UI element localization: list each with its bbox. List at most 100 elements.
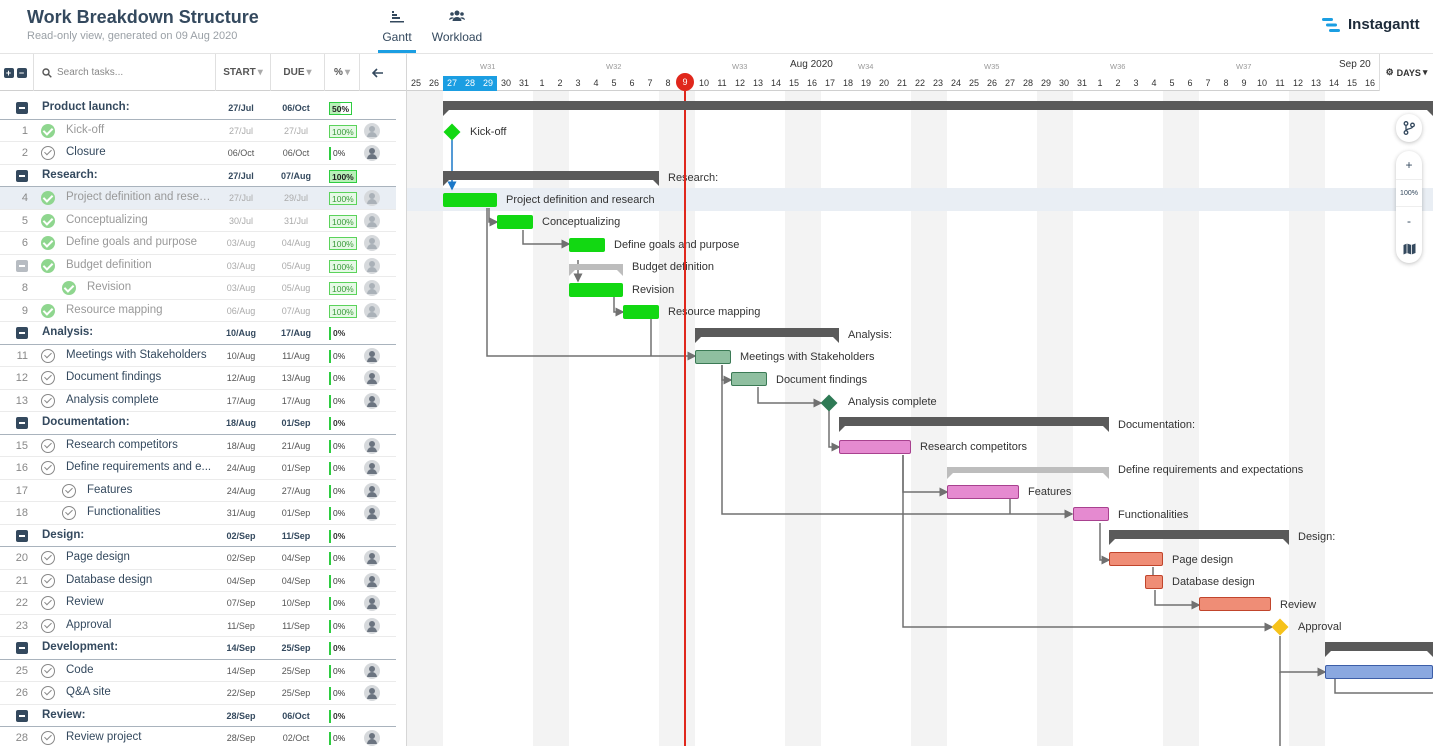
check-circle-icon[interactable] bbox=[41, 258, 55, 273]
start-date[interactable]: 18/Aug bbox=[225, 418, 256, 428]
due-date[interactable]: 04/Aug bbox=[281, 238, 311, 248]
progress-percent[interactable]: 100% bbox=[329, 282, 357, 295]
progress-percent[interactable]: 0% bbox=[329, 147, 347, 160]
due-date[interactable]: 01/Sep bbox=[281, 463, 311, 473]
assignee-avatar-icon[interactable] bbox=[364, 122, 380, 139]
tab-gantt[interactable]: Gantt bbox=[378, 10, 416, 53]
task-bar-meetings[interactable] bbox=[695, 350, 731, 364]
collapse-icon[interactable] bbox=[16, 169, 28, 182]
progress-percent[interactable]: 100% bbox=[329, 259, 357, 273]
circle-check-outline-icon[interactable] bbox=[41, 146, 55, 160]
due-date[interactable]: 10/Sep bbox=[281, 598, 311, 608]
progress-percent[interactable]: 100% bbox=[329, 214, 357, 228]
group-bar-development[interactable] bbox=[1325, 642, 1433, 657]
due-date[interactable]: 04/Sep bbox=[281, 575, 311, 586]
collapse-icon[interactable] bbox=[16, 102, 28, 114]
progress-percent[interactable]: 0% bbox=[329, 529, 347, 543]
expand-collapse-all[interactable]: +− bbox=[0, 54, 34, 91]
progress-percent[interactable]: 100% bbox=[329, 169, 357, 183]
group-bar-documentation[interactable] bbox=[839, 417, 1109, 432]
circle-check-outline-icon[interactable] bbox=[41, 551, 55, 565]
task-name[interactable]: Kick-off bbox=[66, 123, 105, 136]
collapse-icon[interactable] bbox=[16, 327, 28, 339]
today-marker[interactable]: 9 bbox=[676, 73, 694, 91]
check-circle-icon[interactable] bbox=[41, 123, 55, 138]
start-date[interactable]: 12/Aug bbox=[226, 373, 256, 383]
task-name[interactable]: Analysis complete bbox=[66, 393, 159, 406]
task-bar-project-definition[interactable] bbox=[443, 193, 497, 207]
assignee-avatar-icon[interactable] bbox=[364, 617, 380, 634]
start-date[interactable]: 02/Sep bbox=[226, 530, 256, 541]
check-circle-icon[interactable] bbox=[62, 281, 76, 295]
assignee-avatar-icon[interactable] bbox=[364, 437, 380, 454]
start-date[interactable]: 10/Aug bbox=[226, 350, 256, 361]
progress-percent[interactable]: 0% bbox=[329, 327, 347, 340]
due-date[interactable]: 25/Sep bbox=[281, 665, 311, 676]
start-date[interactable]: 28/Sep bbox=[226, 710, 256, 721]
due-date[interactable]: 01/Sep bbox=[281, 508, 311, 518]
column-header-pct[interactable]: %▾ bbox=[325, 54, 360, 91]
task-bar-resource-mapping[interactable] bbox=[623, 305, 659, 319]
assignee-avatar-icon[interactable] bbox=[364, 392, 380, 409]
circle-check-outline-icon[interactable] bbox=[41, 573, 55, 588]
filter-icon[interactable]: ▾ bbox=[257, 67, 263, 78]
progress-percent[interactable]: 0% bbox=[329, 439, 347, 453]
progress-percent[interactable]: 0% bbox=[329, 709, 347, 723]
start-date[interactable]: 27/Jul bbox=[228, 103, 254, 113]
due-date[interactable]: 25/Sep bbox=[281, 643, 311, 653]
due-date[interactable]: 17/Aug bbox=[281, 395, 311, 406]
progress-percent[interactable]: 0% bbox=[329, 619, 347, 633]
group-bar-define-requirements[interactable] bbox=[947, 467, 1109, 479]
start-date[interactable]: 24/Aug bbox=[226, 485, 256, 496]
start-date[interactable]: 30/Jul bbox=[228, 215, 254, 226]
start-date[interactable]: 31/Aug bbox=[226, 508, 256, 518]
task-bar-revision[interactable] bbox=[569, 283, 623, 297]
dependency-toggle[interactable] bbox=[1396, 114, 1422, 142]
assignee-avatar-icon[interactable] bbox=[364, 505, 380, 521]
due-date[interactable]: 02/Oct bbox=[282, 733, 310, 743]
assignee-avatar-icon[interactable] bbox=[364, 730, 380, 746]
assignee-avatar-icon[interactable] bbox=[364, 190, 380, 206]
start-date[interactable]: 03/Aug bbox=[226, 260, 256, 271]
check-circle-icon[interactable] bbox=[41, 303, 55, 318]
collapse-icon[interactable] bbox=[16, 259, 28, 272]
start-date[interactable]: 18/Aug bbox=[226, 440, 256, 451]
task-bar-features[interactable] bbox=[947, 485, 1019, 499]
assignee-avatar-icon[interactable] bbox=[364, 572, 380, 589]
map-icon[interactable] bbox=[1396, 235, 1422, 263]
assignee-avatar-icon[interactable] bbox=[364, 482, 380, 499]
progress-percent[interactable]: 0% bbox=[329, 664, 347, 678]
group-bar-research[interactable] bbox=[443, 171, 659, 186]
task-name[interactable]: Define goals and purpose bbox=[66, 236, 198, 248]
due-date[interactable]: 27/Aug bbox=[281, 485, 311, 496]
progress-percent[interactable]: 0% bbox=[329, 732, 347, 745]
column-header-start[interactable]: START▾ bbox=[216, 54, 271, 91]
task-name[interactable]: Review bbox=[66, 596, 104, 608]
due-date[interactable]: 29/Jul bbox=[283, 193, 309, 203]
task-name[interactable]: Document findings bbox=[66, 371, 162, 383]
group-bar-analysis[interactable] bbox=[695, 328, 839, 343]
task-bar-code[interactable] bbox=[1325, 665, 1433, 679]
assignee-avatar-icon[interactable] bbox=[364, 662, 380, 679]
task-name[interactable]: Project definition and resea... bbox=[66, 191, 214, 203]
circle-check-outline-icon[interactable] bbox=[41, 461, 55, 475]
task-name[interactable]: Revision bbox=[87, 281, 132, 293]
collapse-icon[interactable] bbox=[16, 709, 28, 722]
assignee-avatar-icon[interactable] bbox=[364, 280, 380, 296]
assignee-avatar-icon[interactable] bbox=[364, 460, 380, 476]
task-name[interactable]: Functionalities bbox=[87, 506, 161, 518]
task-name[interactable]: Review project bbox=[66, 731, 142, 743]
